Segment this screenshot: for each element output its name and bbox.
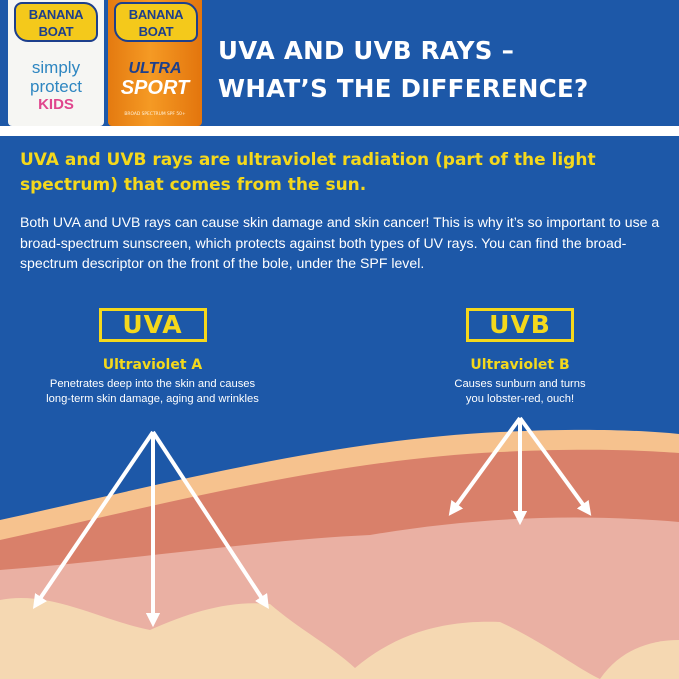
body-paragraph: Both UVA and UVB rays can cause skin dam… bbox=[20, 214, 660, 271]
title-line-1: UVA AND UVB RAYS – bbox=[218, 36, 515, 65]
brand-logo-text: BANANA BOAT bbox=[28, 7, 84, 39]
product-line-1: ULTRA bbox=[128, 60, 182, 77]
uvb-rays bbox=[448, 416, 592, 526]
skin-deep-layer-right bbox=[600, 640, 679, 679]
uvb-column: UVB Ultraviolet B Causes sunburn and tur… bbox=[400, 308, 640, 407]
spf-fine-print: BROAD SPECTRUM SPF 50+ bbox=[124, 112, 186, 117]
uvb-ray-left bbox=[448, 416, 522, 516]
uva-ray-right bbox=[151, 430, 269, 610]
uva-description-line-1: Penetrates deep into the skin and causes bbox=[49, 378, 256, 390]
uvb-description-line-2: you lobster-red, ouch! bbox=[465, 393, 575, 405]
brand-logo: BANANA BOAT bbox=[114, 2, 198, 42]
uvb-badge: UVB bbox=[466, 308, 574, 342]
uva-ray-left bbox=[32, 430, 155, 609]
uva-description: Penetrates deep into the skin and causes… bbox=[30, 377, 275, 407]
uvb-description-line-1: Causes sunburn and turns bbox=[454, 378, 586, 390]
product-line-3: KIDS bbox=[38, 96, 74, 113]
brand-logo-text: BANANA BOAT bbox=[128, 7, 184, 39]
sport-sunscreen-bottle: BANANA BOAT ULTRA SPORT BROAD SPECTRUM S… bbox=[108, 0, 202, 126]
uvb-ray-right bbox=[518, 416, 592, 516]
brand-logo: BANANA BOAT bbox=[14, 2, 98, 42]
uvb-name: Ultraviolet B bbox=[470, 357, 570, 373]
skin-deep-layer bbox=[0, 597, 600, 679]
product-line-2: SPORT bbox=[120, 77, 190, 99]
title-line-2: WHAT’S THE DIFFERENCE? bbox=[218, 74, 589, 103]
product-line-2: protect bbox=[30, 77, 82, 96]
uva-badge: UVA bbox=[98, 308, 207, 342]
uva-name: Ultraviolet A bbox=[102, 357, 203, 373]
product-line-1: simply bbox=[31, 58, 81, 77]
product-images: BANANA BOAT simply protect KIDS BANANA B… bbox=[0, 0, 210, 126]
uva-description-line-2: long-term skin damage, aging and wrinkle… bbox=[46, 393, 259, 405]
uva-rays bbox=[32, 430, 269, 628]
page-title: UVA AND UVB RAYS – WHAT’S THE DIFFERENCE… bbox=[218, 32, 673, 108]
lead-paragraph: UVA and UVB rays are ultraviolet radiati… bbox=[20, 150, 596, 195]
header-band: BANANA BOAT simply protect KIDS BANANA B… bbox=[0, 0, 679, 126]
uva-column: UVA Ultraviolet A Penetrates deep into t… bbox=[30, 308, 275, 407]
kids-sunscreen-bottle: BANANA BOAT simply protect KIDS bbox=[8, 0, 104, 126]
header-divider bbox=[0, 126, 679, 136]
uvb-description: Causes sunburn and turns you lobster-red… bbox=[400, 377, 640, 407]
